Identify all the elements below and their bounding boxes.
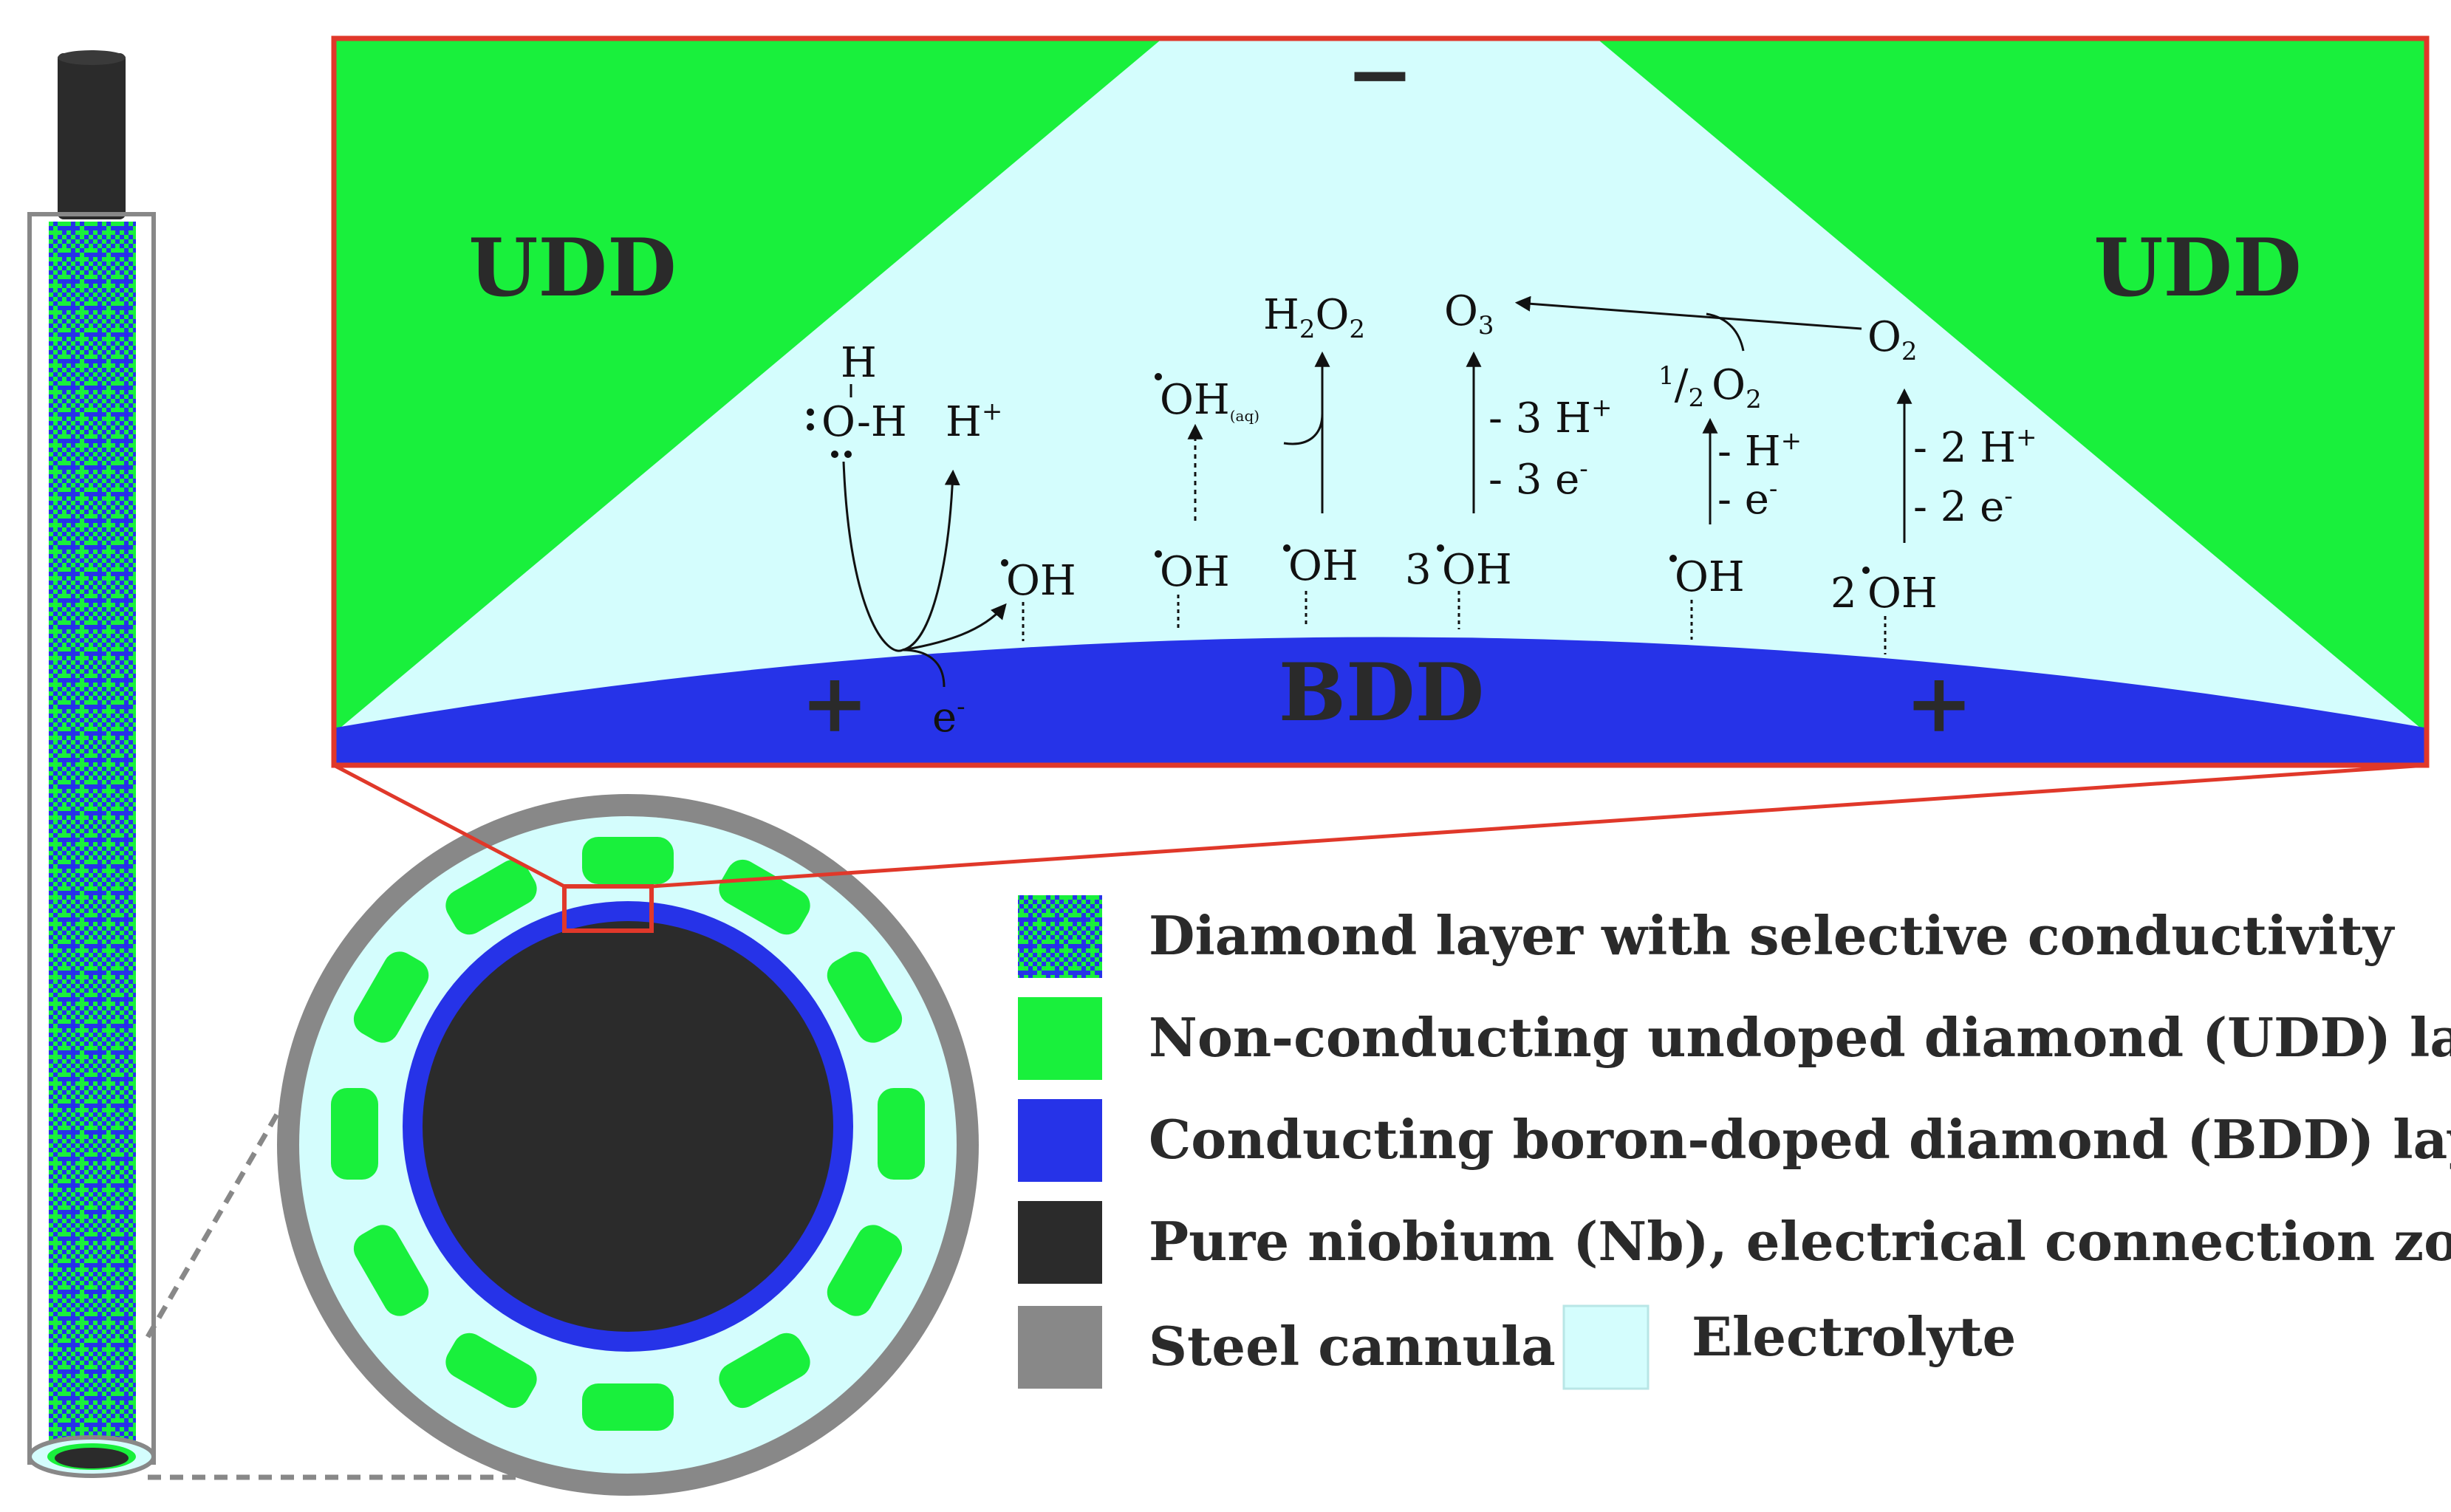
- lone-pair-dot: [844, 451, 852, 458]
- o2-to-o3-arrow: [1514, 295, 1862, 330]
- lone-pair-dot: [831, 451, 838, 458]
- oh-radical-label: OH: [1288, 542, 1358, 590]
- half-o2-join-curve: [1706, 312, 1745, 352]
- udd-right-region: [1599, 41, 2424, 731]
- electron-curve: [902, 649, 946, 688]
- udd-segment: [582, 1383, 674, 1431]
- electrode-side-view: [27, 50, 156, 1478]
- zoom-panel-border: [331, 35, 2430, 768]
- udd-segment: [445, 1333, 537, 1409]
- udd-segments: [331, 837, 925, 1431]
- connector-dashed-upper: [145, 1106, 284, 1338]
- plus-sign-left: +: [801, 655, 869, 750]
- water-h-label: H: [841, 339, 877, 387]
- radical-dot: [1155, 550, 1162, 558]
- minus-sign: −: [1346, 26, 1414, 121]
- legend-label: Pure niobium (Nb), electrical connection…: [1149, 1210, 2451, 1273]
- legend-label: Steel cannula: [1149, 1315, 1556, 1378]
- h-plus-label: H+: [946, 397, 1002, 446]
- oh-radical-4: 3 OH: [1405, 544, 1512, 629]
- legend: Diamond layer with selective conductivit…: [1018, 895, 2451, 1390]
- oh-radical-6: 2 OH: [1830, 567, 1938, 654]
- oh-radical-1: OH: [1001, 557, 1076, 641]
- radical-dot: [1155, 373, 1162, 380]
- udd-segment: [827, 1225, 903, 1316]
- o2-label: O2: [1867, 313, 1918, 366]
- o2-proton-step: - 2 H+: [1913, 423, 2037, 472]
- legend-label: Non-conducting undoped diamond (UDD) lay…: [1149, 1006, 2451, 1069]
- water-molecule: H O-H H+: [807, 339, 1002, 458]
- coefficient-3: 3: [1405, 546, 1432, 594]
- udd-label-left: UDD: [468, 222, 677, 315]
- water-oh-label: O-H: [821, 398, 907, 446]
- legend-swatch-udd: [1018, 997, 1102, 1080]
- radical-dot: [1283, 544, 1291, 552]
- electrode-cross-section: [277, 794, 979, 1496]
- bdd-label: BDD: [1279, 646, 1485, 739]
- oh-radical-label: OH: [1867, 569, 1938, 618]
- legend-label: Diamond layer with selective conductivit…: [1149, 904, 2396, 967]
- udd-segment: [719, 1333, 810, 1409]
- legend-swatch-electrolyte: [1562, 1304, 1650, 1390]
- electron-label: e-: [932, 692, 965, 742]
- radical-release-curve: [902, 603, 1007, 651]
- oh-radical-label: OH: [1675, 553, 1745, 601]
- udd-left-region: [336, 41, 1160, 731]
- udd-segment: [878, 1088, 925, 1180]
- legend-swatch-bdd: [1018, 1099, 1102, 1182]
- cannula-bottom-core: [55, 1448, 129, 1468]
- coefficient-2: 2: [1830, 569, 1857, 618]
- udd-segment: [331, 1088, 378, 1180]
- niobium-cap: [58, 53, 126, 219]
- udd-label-right: UDD: [2093, 222, 2302, 315]
- oh-radical-3: OH: [1283, 542, 1358, 628]
- half-o2-electron-step: - e-: [1717, 474, 1777, 524]
- oh-radical-2: OH: [1155, 548, 1230, 632]
- legend-swatch-mixed: [1018, 895, 1102, 978]
- plus-sign-right: +: [1905, 655, 1973, 750]
- water-oxidation-curve: [842, 461, 960, 652]
- oh-aq-join-curve: [1283, 413, 1324, 445]
- radical-dot: [1001, 559, 1008, 567]
- legend-label: Electrolyte: [1692, 1305, 2016, 1368]
- o2-electron-step: - 2 e-: [1913, 482, 2013, 531]
- h2o2-label: H2O2: [1263, 291, 1365, 344]
- oh-radical-5: OH: [1669, 553, 1745, 640]
- legend-swatch-niobium: [1018, 1201, 1102, 1284]
- oh-radical-label: OH: [1160, 548, 1230, 596]
- legend-swatch-steel: [1018, 1306, 1102, 1389]
- zoom-panel: UDD UDD BDD − + + H O-H H+ e- OH OH: [331, 26, 2430, 768]
- udd-segment: [353, 1225, 429, 1316]
- radical-dot: [1862, 567, 1870, 574]
- udd-segment: [582, 837, 674, 884]
- radical-dot: [1669, 555, 1677, 562]
- oh-radical-label: OH: [1006, 557, 1076, 605]
- bdd-surface: [336, 637, 2424, 763]
- zoom-region-marker: [562, 884, 654, 933]
- callout-line-right: [651, 763, 2427, 889]
- callout-line-left: [332, 763, 566, 889]
- half-o2-proton-step: - H+: [1717, 426, 1802, 476]
- lone-pair-dot: [807, 408, 814, 416]
- o3-label: O3: [1444, 287, 1494, 341]
- udd-segment: [445, 859, 537, 935]
- lone-pair-dot: [807, 423, 814, 431]
- udd-segment: [353, 951, 429, 1043]
- udd-segment: [827, 951, 903, 1043]
- oh-radical-label: OH: [1442, 546, 1512, 594]
- legend-label: Conducting boron-doped diamond (BDD) lay…: [1149, 1108, 2451, 1171]
- niobium-core: [423, 921, 833, 1332]
- niobium-cap-top: [58, 50, 126, 65]
- o3-proton-step: - 3 H+: [1488, 393, 1613, 442]
- radical-dot: [1437, 544, 1444, 552]
- oh-aq-label: OH(aq): [1160, 376, 1259, 425]
- diamond-coating-strip: [49, 222, 136, 1455]
- o3-electron-step: - 3 e-: [1488, 454, 1588, 504]
